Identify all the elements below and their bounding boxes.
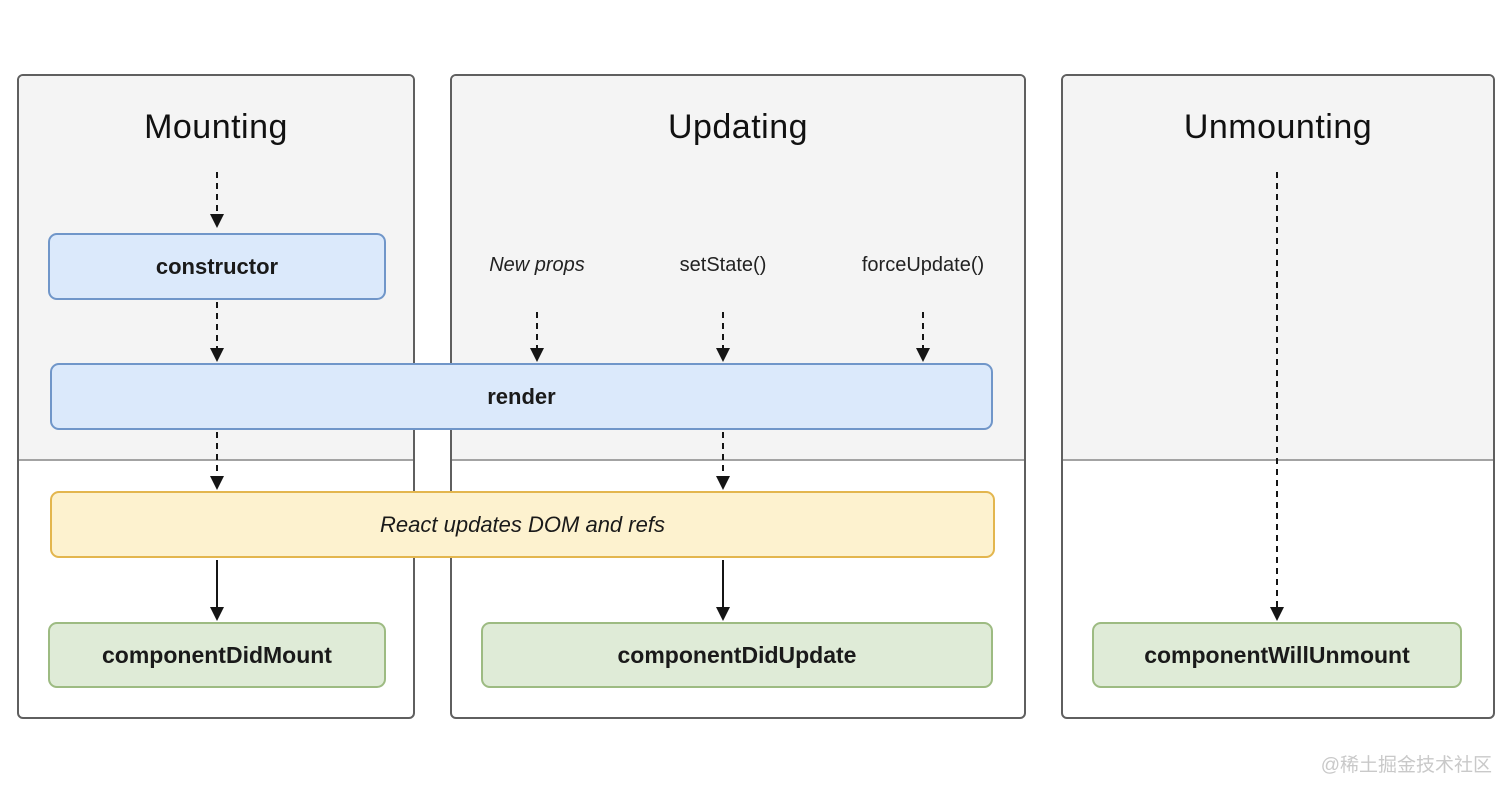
arrow-setstate-to-render <box>716 312 730 362</box>
arrowhead-icon <box>210 214 224 228</box>
arrow-shaft <box>1276 172 1278 607</box>
arrow-shaft <box>216 432 218 476</box>
trigger-label-setstate: setState() <box>679 254 767 276</box>
panel-title-updating: Updating <box>667 108 809 146</box>
arrow-constructor-to-render <box>210 302 224 362</box>
trigger-label-forceupdate: forceUpdate() <box>861 254 985 276</box>
trigger-label-new-props: New props <box>489 254 585 276</box>
box-component-did-update: componentDidUpdate <box>481 622 993 688</box>
watermark-text: @稀土掘金技术社区 <box>1320 755 1492 776</box>
box-constructor: constructor <box>48 233 386 300</box>
arrowhead-icon <box>210 476 224 490</box>
arrow-shaft <box>722 432 724 476</box>
arrow-shaft <box>536 312 538 348</box>
arrow-unmounting-to-will-unmount <box>1270 172 1284 621</box>
arrow-commit-to-did-mount <box>210 560 224 621</box>
arrow-commit-to-did-update <box>716 560 730 621</box>
render-phase-region-unmounting <box>1063 76 1493 461</box>
box-react-updates-dom: React updates DOM and refs <box>50 491 995 558</box>
arrowhead-icon <box>1270 607 1284 621</box>
arrow-shaft <box>216 172 218 214</box>
arrow-render-to-commit-updating <box>716 432 730 490</box>
arrow-render-to-commit-mounting <box>210 432 224 490</box>
arrow-forceupdate-to-render <box>916 312 930 362</box>
arrow-shaft <box>216 302 218 348</box>
panel-title-mounting: Mounting <box>144 108 288 146</box>
box-component-did-mount: componentDidMount <box>48 622 386 688</box>
box-component-will-unmount: componentWillUnmount <box>1092 622 1462 688</box>
arrow-shaft <box>722 312 724 348</box>
arrowhead-icon <box>210 348 224 362</box>
arrowhead-icon <box>716 348 730 362</box>
arrowhead-icon <box>716 607 730 621</box>
panel-title-unmounting: Unmounting <box>1183 108 1373 146</box>
arrowhead-icon <box>530 348 544 362</box>
arrow-mounting-to-constructor <box>210 172 224 228</box>
arrow-shaft <box>216 560 218 607</box>
arrowhead-icon <box>916 348 930 362</box>
arrowhead-icon <box>210 607 224 621</box>
arrow-shaft <box>922 312 924 348</box>
arrow-new-props-to-render <box>530 312 544 362</box>
box-render: render <box>50 363 993 430</box>
arrow-shaft <box>722 560 724 607</box>
arrowhead-icon <box>716 476 730 490</box>
